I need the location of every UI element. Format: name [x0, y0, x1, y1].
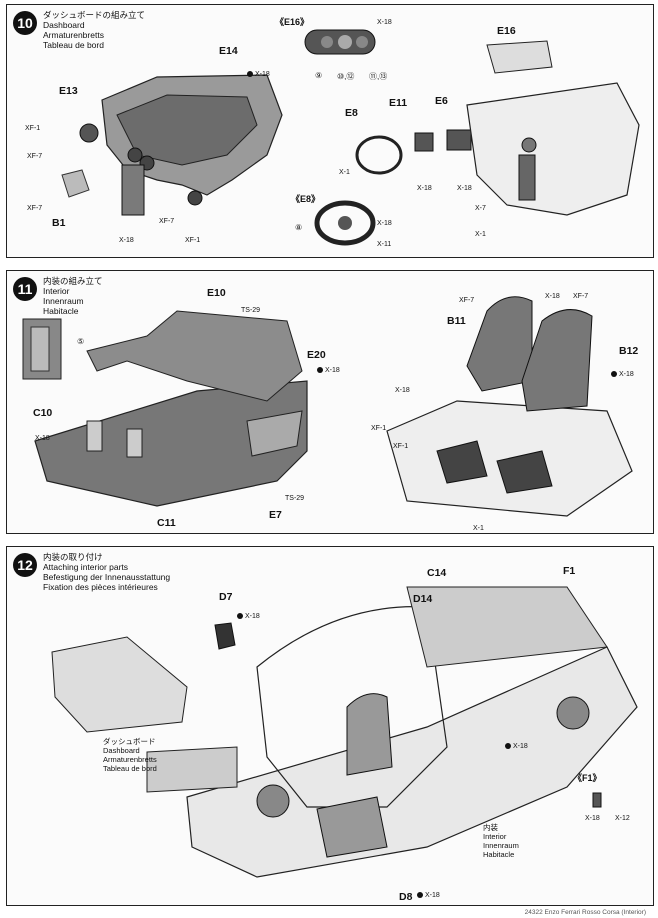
label-e8: E8 — [345, 107, 358, 119]
label-e14: E14 — [219, 45, 238, 57]
label-e16-detail: 《E16》 — [275, 17, 310, 27]
title-de: Innenraum — [43, 296, 84, 306]
label-e10: E10 — [207, 287, 226, 299]
step-11-panel: 11 内装の組み立て Interior Innenraum Habitacle … — [6, 270, 654, 534]
label-c11: C11 — [157, 517, 176, 529]
paint-x18: X-18 — [395, 387, 410, 394]
label-b12: B12 — [619, 345, 639, 357]
step-title: 内装の取り付け Attaching interior parts Befesti… — [43, 552, 170, 592]
title-de: Befestigung der Innenausstattung — [43, 572, 171, 582]
paint-x18: X-18 — [417, 892, 440, 899]
paint-x18: X-18 — [505, 743, 528, 750]
paint-x18: X-18 — [237, 613, 260, 620]
step-10-panel: 10 ダッシュボードの組み立て Dashboard Armaturenbrett… — [6, 4, 654, 258]
label-e6: E6 — [435, 95, 448, 107]
paint-xf7: XF-7 — [573, 293, 589, 300]
paint-xf7: XF-7 — [27, 205, 43, 212]
title-de: Armaturenbretts — [43, 30, 104, 40]
note-interior: 内装 Interior Innenraum Habitacle — [483, 823, 519, 859]
paint-xf1: XF-1 — [393, 443, 409, 450]
title-fr: Fixation des pièces intérieures — [43, 582, 158, 592]
title-en: Interior — [43, 286, 70, 296]
label-b11: B11 — [447, 315, 466, 327]
paint-x18: X-18 — [585, 815, 600, 822]
label-f1: F1 — [563, 565, 576, 577]
step-number: 10 — [13, 11, 37, 35]
callout-11-13: ⑪,⑬ — [369, 72, 388, 81]
step-12-panel: 12 内装の取り付け Attaching interior parts Befe… — [6, 546, 654, 906]
paint-x12: X-12 — [615, 815, 630, 822]
paint-x1: X-1 — [339, 169, 350, 176]
callout-10-12: ⑩,⑫ — [337, 72, 355, 81]
paint-xf7: XF-7 — [459, 297, 475, 304]
paint-xf7: XF-7 — [159, 218, 175, 225]
label-e7: E7 — [269, 509, 282, 521]
paint-x18: X-18 — [35, 435, 50, 442]
paint-xf1: XF-1 — [371, 425, 387, 432]
label-c10: C10 — [33, 407, 53, 419]
label-e8-detail: 《E8》 — [291, 194, 321, 204]
paint-x18: X-18 — [317, 367, 340, 374]
label-c14: C14 — [427, 567, 447, 579]
label-e13: E13 — [59, 85, 78, 97]
paint-xf1: XF-1 — [185, 237, 201, 244]
title-jp: 内装の取り付け — [43, 552, 103, 562]
title-jp: ダッシュボードの組み立て — [43, 10, 146, 20]
step-title: 内装の組み立て Interior Innenraum Habitacle — [43, 276, 103, 316]
label-b1: B1 — [52, 217, 66, 229]
label-e16: E16 — [497, 25, 516, 37]
paint-x18: X-18 — [377, 220, 392, 227]
paint-ts29: TS-29 — [241, 307, 261, 314]
title-jp: 内装の組み立て — [43, 276, 103, 286]
note-dashboard: ダッシュボード Dashboard Armaturenbretts Tablea… — [103, 737, 157, 773]
step-title: ダッシュボードの組み立て Dashboard Armaturenbretts T… — [43, 10, 145, 50]
paint-xf1: XF-1 — [25, 125, 41, 132]
label-d14: D14 — [413, 593, 433, 605]
paint-x11: X-11 — [377, 241, 392, 248]
label-e11: E11 — [389, 97, 408, 109]
paint-x18: X-18 — [377, 19, 392, 26]
paint-x18: X-18 — [611, 371, 634, 378]
paint-ts29: TS-29 — [285, 495, 305, 502]
paint-x18: X-18 — [417, 185, 432, 192]
step-number: 12 — [13, 553, 37, 577]
interior-assembly-illustration — [22, 296, 633, 517]
paint-x1: X-1 — [475, 231, 486, 238]
page-footer: 24322 Enzo Ferrari Rosso Corsa (Interior… — [524, 909, 646, 916]
label-e20: E20 — [307, 349, 326, 361]
paint-x18: X-18 — [457, 185, 472, 192]
title-fr: Tableau de bord — [43, 40, 104, 50]
paint-x18: X-18 — [545, 293, 560, 300]
paint-x18: X-18 — [247, 71, 270, 78]
dashboard-assembly-illustration — [61, 29, 640, 246]
label-f1-detail: 《F1》 — [573, 773, 602, 783]
label-d7: D7 — [219, 591, 233, 603]
paint-xf7: XF-7 — [27, 153, 43, 160]
label-d8: D8 — [399, 891, 413, 903]
step-number: 11 — [13, 277, 37, 301]
callout-9: ⑨ — [315, 71, 323, 80]
callout-8: ⑧ — [295, 223, 303, 232]
paint-x18: X-18 — [119, 237, 134, 244]
title-fr: Habitacle — [43, 306, 79, 316]
install-interior-illustration — [51, 586, 638, 878]
title-en: Attaching interior parts — [43, 562, 129, 572]
paint-x7: X-7 — [475, 205, 486, 212]
paint-x1: X-1 — [473, 525, 484, 532]
title-en: Dashboard — [43, 20, 85, 30]
callout-5: ⑤ — [77, 337, 85, 346]
